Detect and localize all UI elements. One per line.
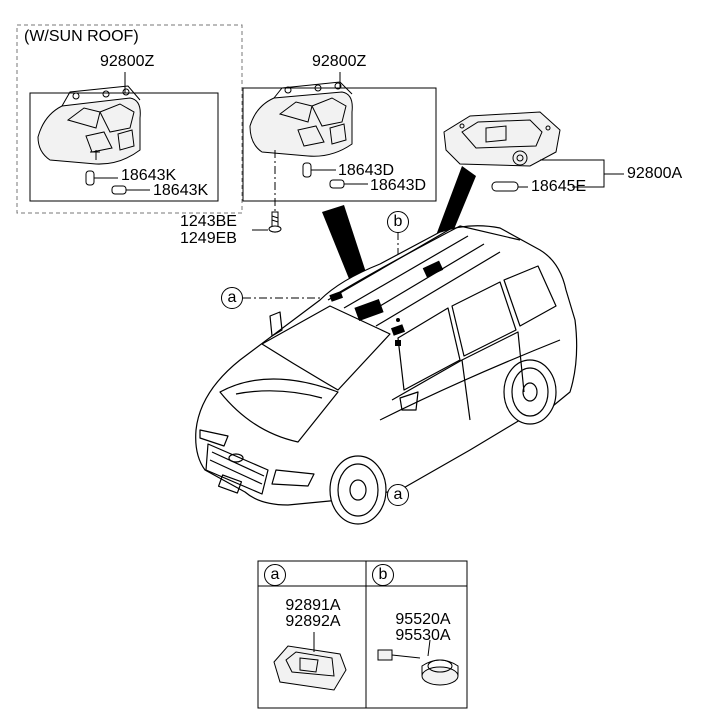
screw-part-number-2: 1249EB xyxy=(180,230,237,247)
sunroof-group-inner-box xyxy=(29,92,219,202)
sunroof-bulb-2-part-number: 18643K xyxy=(153,182,209,199)
vehicle-callout-b-dot xyxy=(396,318,400,322)
legend-a-badge: a xyxy=(264,564,286,586)
legend-table-frame xyxy=(257,560,468,709)
vehicle-console-marker xyxy=(354,298,384,322)
callout-b-top-badge: b xyxy=(387,211,409,233)
vehicle-callout-a-marker xyxy=(329,291,344,302)
legend-b-badge: b xyxy=(372,564,394,586)
sunroof-bulb-1-part-number: 18643K xyxy=(121,167,177,184)
legend-b-sensor-drawing xyxy=(377,639,459,686)
vehicle-rear-lamp-marker xyxy=(422,260,444,278)
standard-bulb-1-icon xyxy=(302,162,336,178)
rear-lamp-drawing xyxy=(443,111,561,167)
standard-bulb-1-part-number: 18643D xyxy=(338,162,395,179)
sunroof-part-number: 92800Z xyxy=(100,53,155,70)
standard-bulb-2-icon xyxy=(329,179,368,189)
legend-b-part-number-2: 95530A xyxy=(395,627,451,644)
legend-a-part-number-2: 92892A xyxy=(285,613,341,630)
vehicle-callout-a2-marker xyxy=(395,340,401,346)
sunroof-bulb-2-icon xyxy=(111,185,150,195)
legend-a-part-number-1: 92891A xyxy=(285,597,341,614)
standard-overhead-console-drawing xyxy=(249,81,353,157)
legend-a-switch-drawing xyxy=(273,632,347,691)
rear-bulb-part-number: 18645E xyxy=(531,178,587,195)
callout-a-bottom-badge: a xyxy=(387,484,409,506)
screw-icon xyxy=(268,211,282,234)
vehicle-callout-b-marker xyxy=(390,324,406,336)
rear-bulb-icon xyxy=(491,181,528,192)
sunroof-overhead-console-drawing xyxy=(37,85,141,165)
legend-b-part-number-1: 95520A xyxy=(395,611,451,628)
vehicle-drawing xyxy=(195,225,578,525)
sunroof-group-header: (W/SUN ROOF) xyxy=(24,28,139,45)
standard-bulb-2-part-number: 18643D xyxy=(370,177,427,194)
sunroof-bulb-1-icon xyxy=(85,170,118,186)
callout-a-left-badge: a xyxy=(221,287,243,309)
screw-part-number-1: 1243BE xyxy=(180,213,237,230)
rear-lamp-part-number: 92800A xyxy=(627,165,683,182)
sunroof-group-dashed-box xyxy=(16,24,243,214)
standard-part-number: 92800Z xyxy=(312,53,367,70)
